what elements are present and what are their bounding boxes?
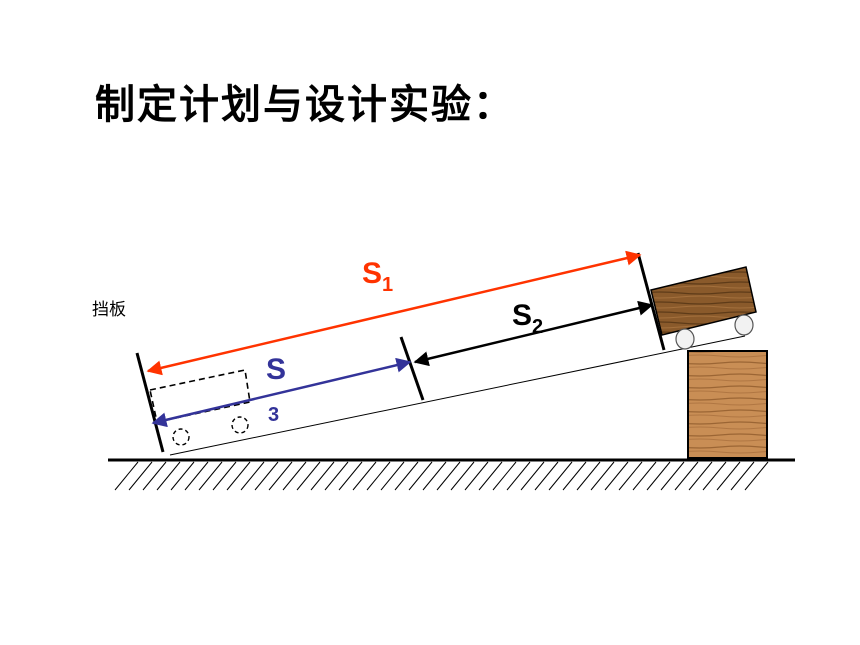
support-block	[687, 350, 768, 459]
s3-arrow	[151, 357, 412, 428]
cart-dashed-outline	[149, 369, 251, 423]
incline-plane	[169, 335, 746, 456]
s1-label: S1	[362, 257, 393, 296]
cart-wheels	[675, 314, 754, 350]
ground-hatching	[114, 461, 769, 491]
s2-arrow	[413, 300, 654, 367]
s2-label: S2	[512, 299, 543, 338]
midpoint-marker	[399, 336, 425, 401]
baffle-plate	[135, 352, 165, 453]
baffle-label: 挡板	[92, 300, 126, 320]
page-title: 制定计划与设计实验：	[95, 82, 515, 128]
s1-arrow	[146, 250, 642, 376]
wooden-cart	[650, 266, 757, 336]
